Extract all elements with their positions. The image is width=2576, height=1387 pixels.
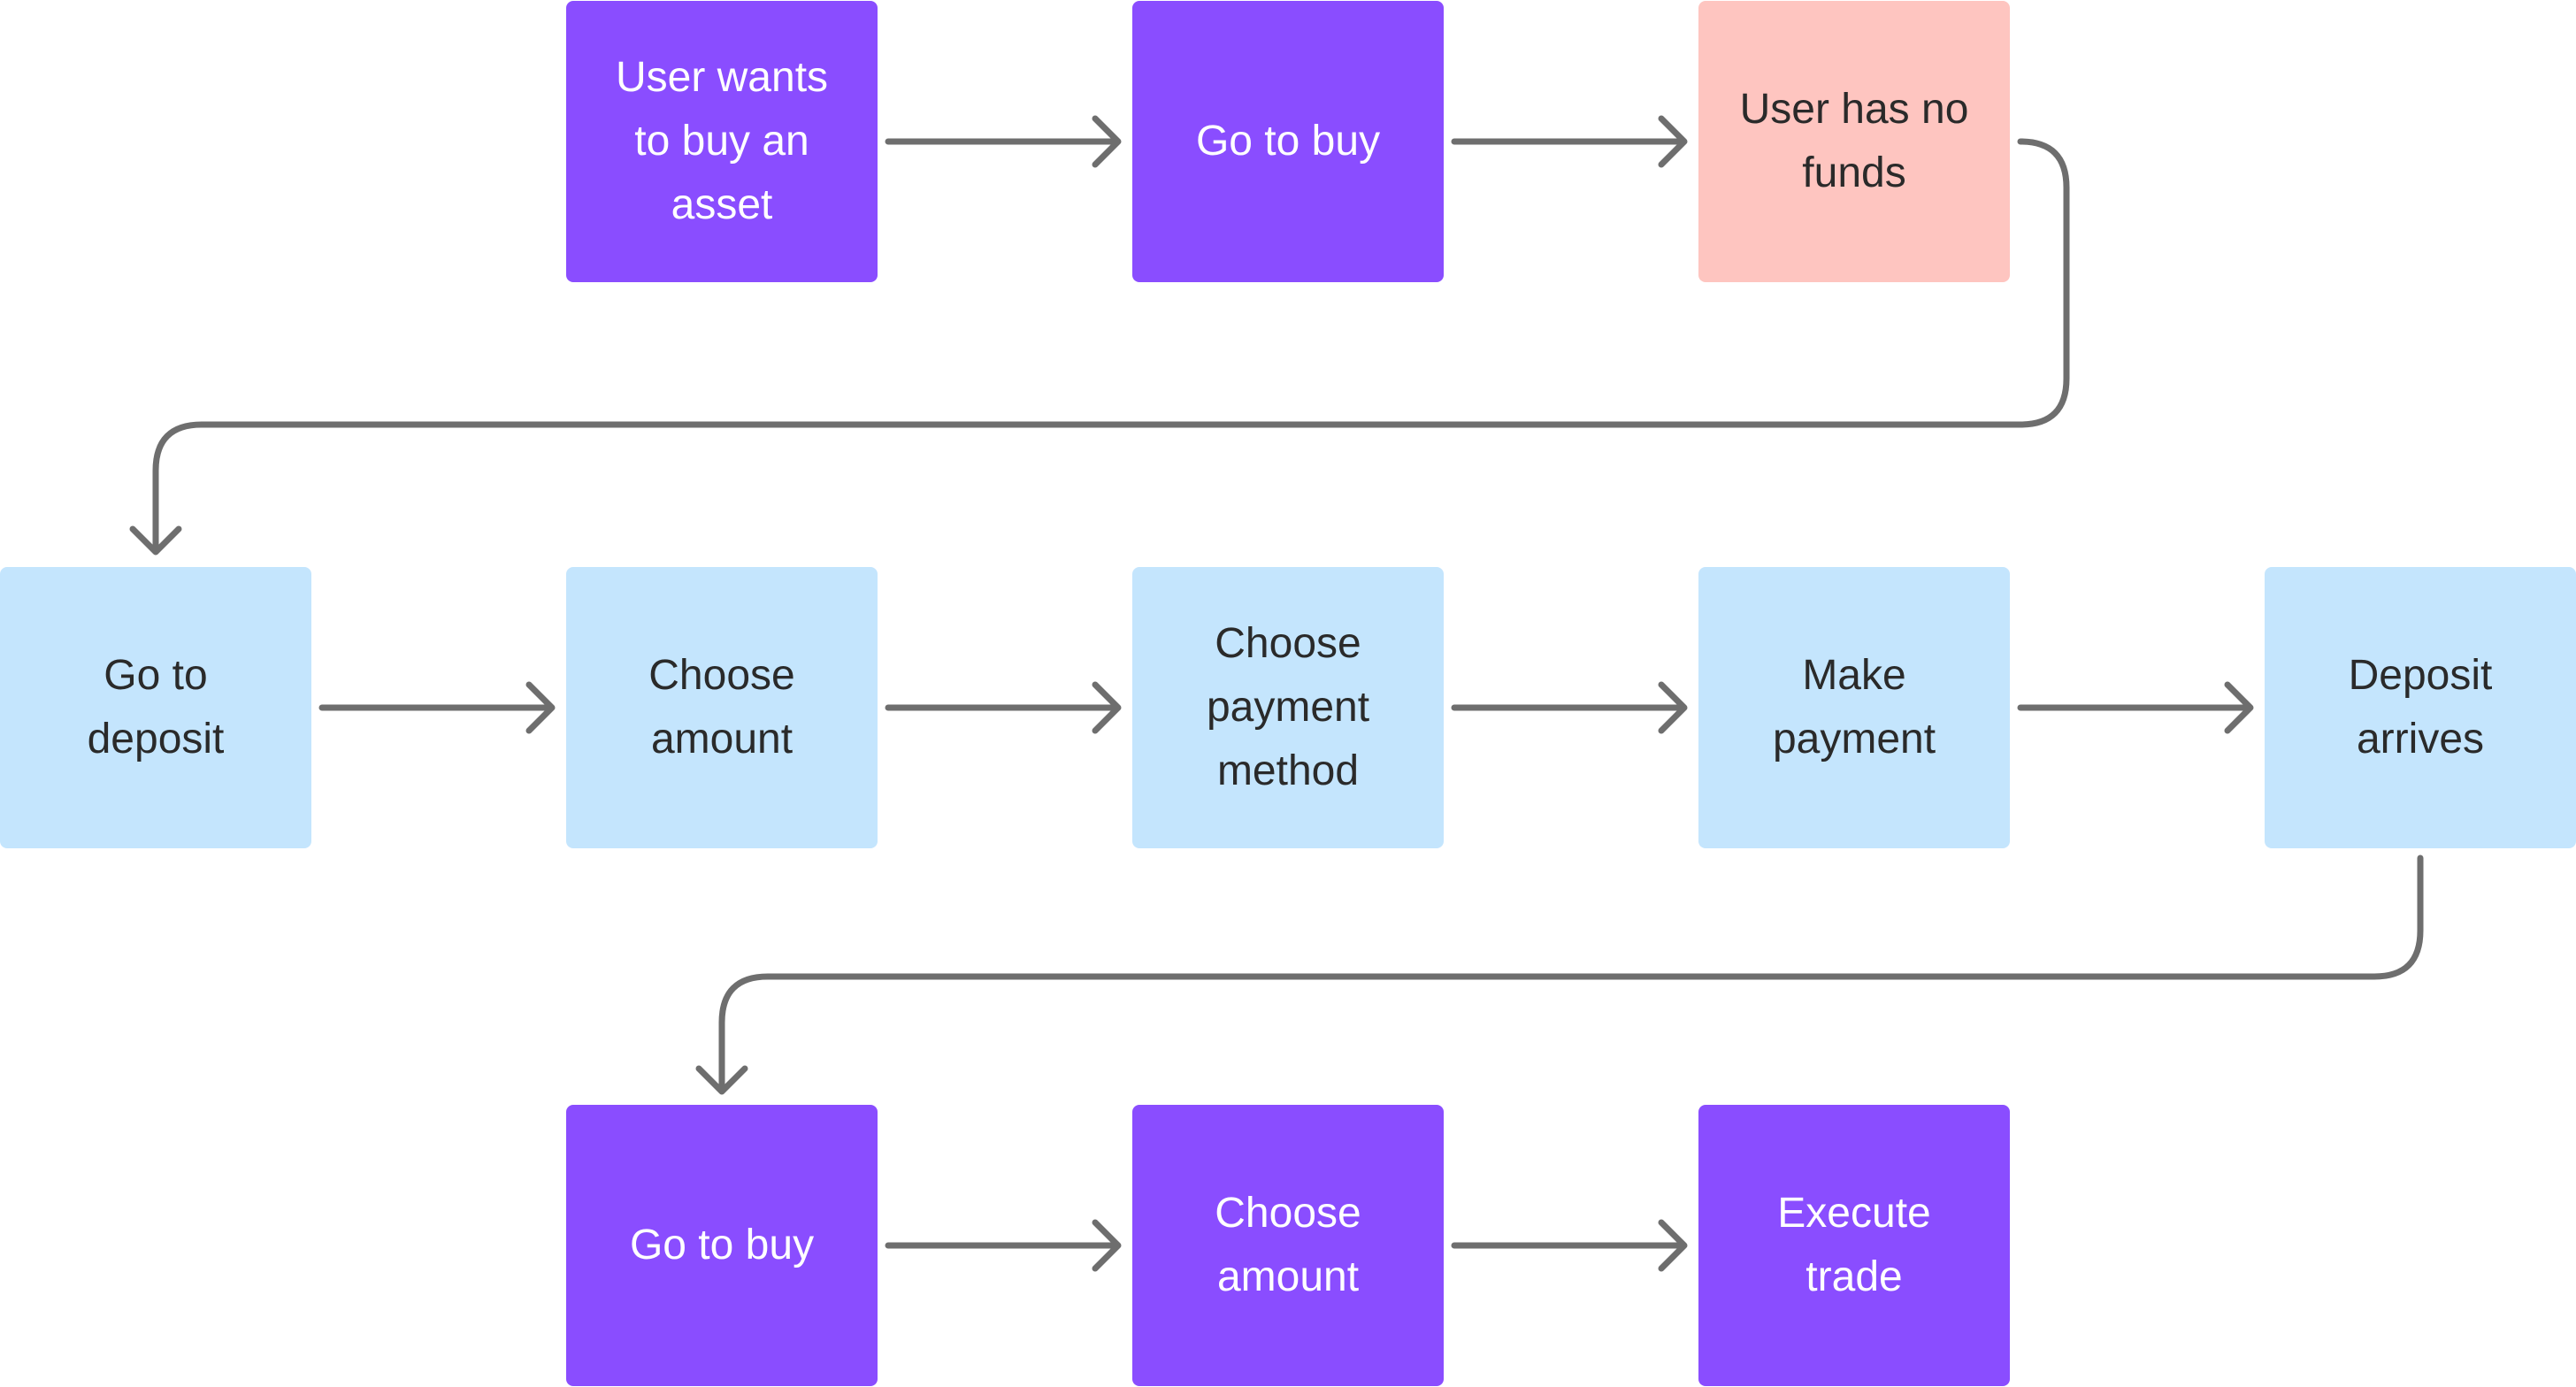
- node-label: Go to buy: [1195, 118, 1381, 165]
- arrow-go-to-deposit-to-choose-amount: [318, 681, 556, 734]
- node-go-to-deposit: Go to deposit: [0, 567, 311, 848]
- node-choose-payment-method: Choose payment method: [1132, 567, 1444, 848]
- arrow-deposit-arrives-to-go-to-buy: [695, 854, 2424, 1095]
- node-make-payment: Make payment: [1698, 567, 2010, 848]
- node-label: Choose payment method: [1206, 620, 1370, 794]
- node-label: Make payment: [1772, 652, 1936, 762]
- node-label: User has no funds: [1739, 86, 1969, 196]
- node-go-to-buy: Go to buy: [1132, 1, 1444, 282]
- node-user-has-no-funds: User has no funds: [1698, 1, 2010, 282]
- arrow-payment-method-to-make-payment: [1451, 681, 1688, 734]
- node-label: Choose amount: [648, 652, 795, 762]
- node-choose-buy-amount: Choose amount: [1132, 1105, 1444, 1386]
- arrow-go-to-buy-to-no-funds: [1451, 115, 1688, 168]
- node-user-wants-to-buy: User wants to buy an asset: [566, 1, 878, 282]
- node-choose-deposit-amount: Choose amount: [566, 567, 878, 848]
- node-label: Go to deposit: [87, 652, 225, 762]
- arrow-choose-amount-to-payment-method: [885, 681, 1122, 734]
- node-label: Go to buy: [629, 1222, 815, 1268]
- arrow-make-payment-to-deposit-arrives: [2017, 681, 2254, 734]
- node-label: User wants to buy an asset: [615, 54, 829, 228]
- node-label: Choose amount: [1215, 1190, 1361, 1300]
- node-execute-trade: Execute trade: [1698, 1105, 2010, 1386]
- arrow-choose-amount-to-execute-trade: [1451, 1219, 1688, 1272]
- node-deposit-arrives: Deposit arrives: [2265, 567, 2576, 848]
- node-go-to-buy-again: Go to buy: [566, 1105, 878, 1386]
- arrow-user-wants-to-go-to-buy: [885, 115, 1122, 168]
- node-label: Execute trade: [1777, 1190, 1931, 1300]
- arrow-go-to-buy-to-choose-amount: [885, 1219, 1122, 1272]
- node-label: Deposit arrives: [2348, 652, 2493, 762]
- arrow-no-funds-to-go-to-deposit: [129, 138, 2070, 556]
